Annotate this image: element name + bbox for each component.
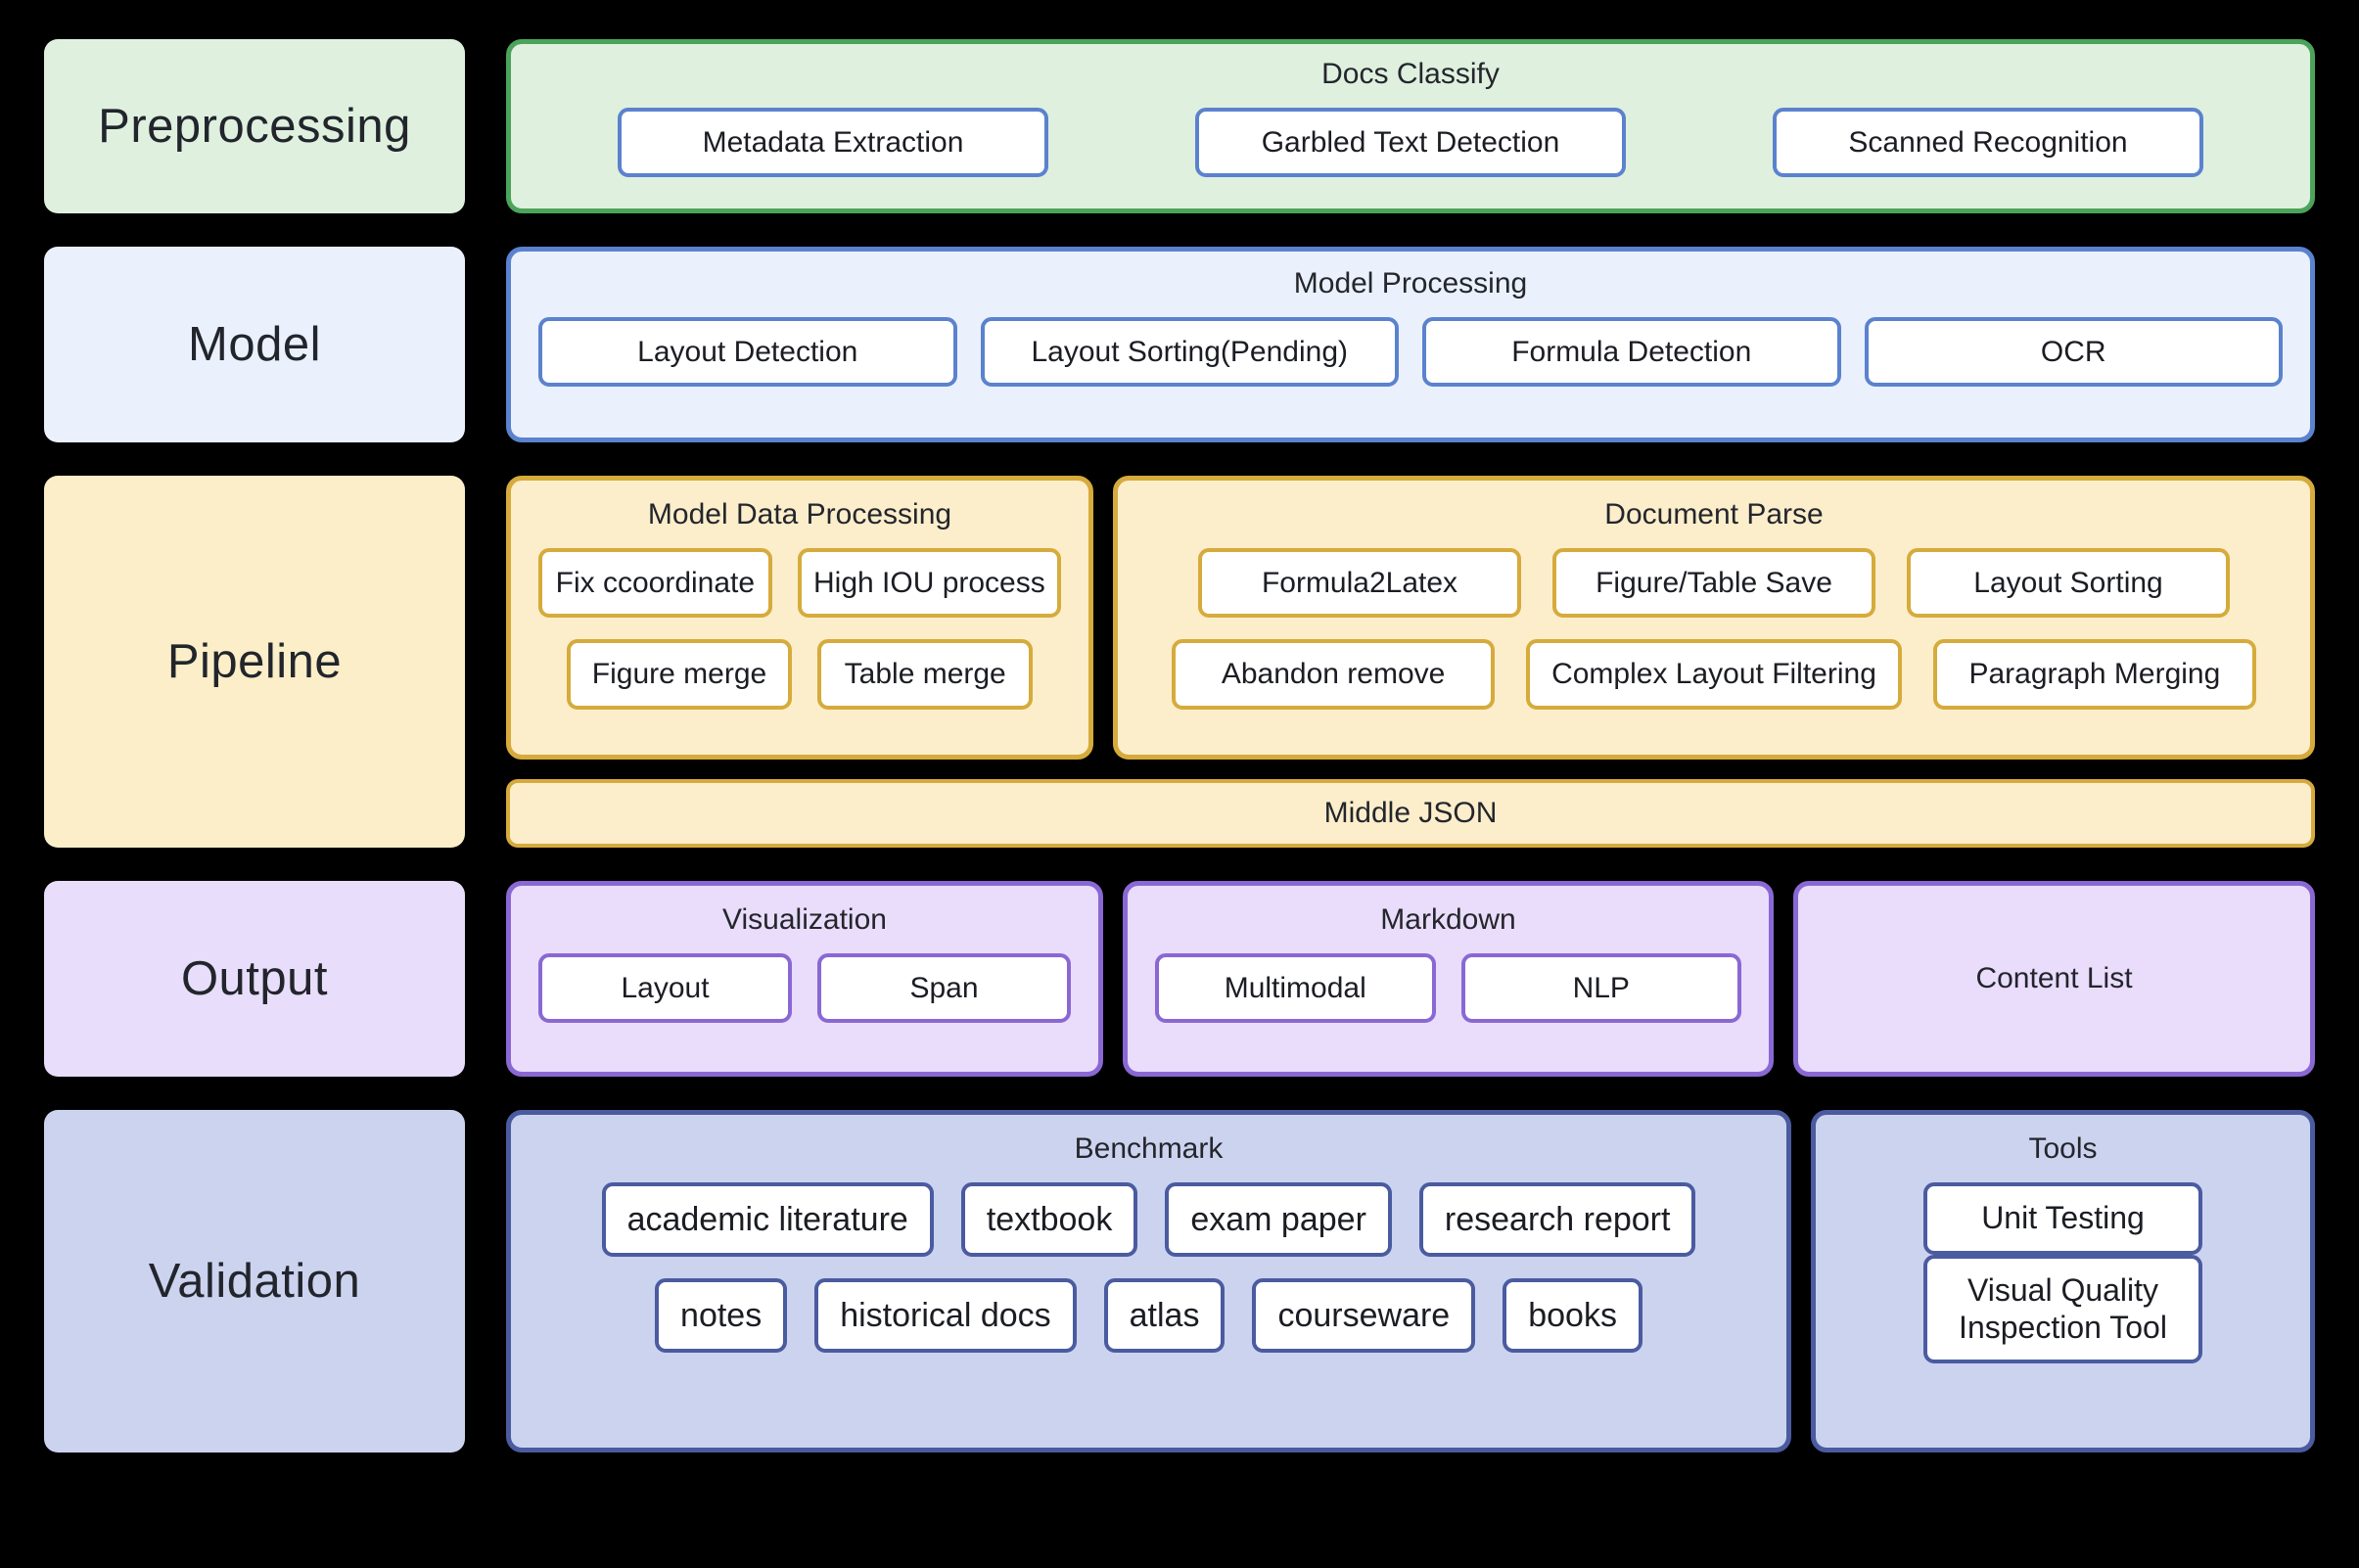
chip-unit-testing[interactable]: Unit Testing: [1923, 1182, 2202, 1255]
group-benchmark: Benchmark academic literature textbook e…: [506, 1110, 1791, 1453]
chip-visual-quality-inspection-tool[interactable]: Visual Quality Inspection Tool: [1923, 1254, 2202, 1364]
chip-span[interactable]: Span: [817, 953, 1071, 1024]
group-title-benchmark: Benchmark: [1074, 1132, 1224, 1165]
chip-scanned-recognition[interactable]: Scanned Recognition: [1773, 108, 2203, 178]
middle-json-bar[interactable]: Middle JSON: [506, 779, 2315, 848]
group-title-tools: Tools: [2028, 1132, 2098, 1165]
chip-books[interactable]: books: [1503, 1278, 1642, 1354]
chip-multimodal[interactable]: Multimodal: [1155, 953, 1436, 1024]
group-title-docs-classify: Docs Classify: [1321, 58, 1500, 90]
pipeline-body: Model Data Processing Fix ccoordinate Hi…: [506, 476, 2315, 848]
chip-figure-table-save[interactable]: Figure/Table Save: [1552, 548, 1875, 619]
group-document-parse: Document Parse Formula2Latex Figure/Tabl…: [1113, 476, 2315, 760]
group-title-markdown: Markdown: [1380, 903, 1516, 936]
preprocessing-body: Docs Classify Metadata Extraction Garble…: [506, 39, 2315, 213]
output-body: Visualization Layout Span Markdown Multi…: [506, 881, 2315, 1077]
chip-historical-docs[interactable]: historical docs: [814, 1278, 1077, 1354]
group-title-visualization: Visualization: [722, 903, 887, 936]
group-title-document-parse: Document Parse: [1604, 498, 1824, 530]
box-content-list[interactable]: Content List: [1793, 881, 2315, 1077]
chip-research-report[interactable]: research report: [1418, 1182, 1696, 1258]
docs-classify-chip-row: Metadata Extraction Garbled Text Detecti…: [538, 108, 2283, 178]
tools-chip-row-1: Unit Testing: [1843, 1182, 2283, 1255]
stage-label-model: Model: [44, 247, 465, 442]
group-model-processing: Model Processing Layout Detection Layout…: [506, 247, 2315, 442]
chip-abandon-remove[interactable]: Abandon remove: [1172, 639, 1496, 710]
chip-fix-ccoordinate[interactable]: Fix ccoordinate: [538, 548, 772, 619]
row-model: Model Model Processing Layout Detection …: [44, 247, 2315, 442]
chip-complex-layout-filtering[interactable]: Complex Layout Filtering: [1526, 639, 1902, 710]
row-pipeline: Pipeline Model Data Processing Fix ccoor…: [44, 476, 2315, 848]
stage-label-pipeline: Pipeline: [44, 476, 465, 848]
chip-paragraph-merging[interactable]: Paragraph Merging: [1932, 639, 2256, 710]
chip-formula-detection[interactable]: Formula Detection: [1422, 317, 1841, 388]
mdp-chip-row-2: Figure merge Table merge: [538, 639, 1061, 710]
row-gap-2: [44, 442, 2315, 476]
chip-layout-sorting-pending[interactable]: Layout Sorting(Pending): [980, 317, 1399, 388]
doc-parse-chip-row-1: Formula2Latex Figure/Table Save Layout S…: [1145, 548, 2283, 619]
model-processing-chip-row: Layout Detection Layout Sorting(Pending)…: [538, 317, 2283, 388]
group-tools: Tools Unit Testing Visual Quality Inspec…: [1811, 1110, 2315, 1453]
chip-formula2latex[interactable]: Formula2Latex: [1198, 548, 1521, 619]
stage-label-output: Output: [44, 881, 465, 1077]
benchmark-chip-row-2: notes historical docs atlas courseware b…: [538, 1278, 1759, 1354]
group-title-model-data-processing: Model Data Processing: [647, 498, 952, 530]
row-gap-3: [44, 848, 2315, 881]
visualization-chip-row: Layout Span: [538, 953, 1071, 1024]
pipeline-groups: Model Data Processing Fix ccoordinate Hi…: [506, 476, 2315, 760]
stage-label-preprocessing: Preprocessing: [44, 39, 465, 213]
group-visualization: Visualization Layout Span: [506, 881, 1103, 1077]
row-preprocessing: Preprocessing Docs Classify Metadata Ext…: [44, 39, 2315, 213]
chip-nlp[interactable]: NLP: [1460, 953, 1741, 1024]
row-gap-1: [44, 213, 2315, 247]
mdp-chip-row-1: Fix ccoordinate High IOU process: [538, 548, 1061, 619]
validation-body: Benchmark academic literature textbook e…: [506, 1110, 2315, 1453]
chip-table-merge[interactable]: Table merge: [817, 639, 1034, 710]
chip-layout[interactable]: Layout: [538, 953, 792, 1024]
group-markdown: Markdown Multimodal NLP: [1123, 881, 1774, 1077]
chip-figure-merge[interactable]: Figure merge: [566, 639, 793, 710]
chip-atlas[interactable]: atlas: [1103, 1278, 1226, 1354]
doc-parse-chip-row-2: Abandon remove Complex Layout Filtering …: [1145, 639, 2283, 710]
chip-notes[interactable]: notes: [655, 1278, 788, 1354]
group-docs-classify: Docs Classify Metadata Extraction Garble…: [506, 39, 2315, 213]
row-validation: Validation Benchmark academic literature…: [44, 1110, 2315, 1453]
row-output: Output Visualization Layout Span Markdow…: [44, 881, 2315, 1077]
group-title-model-processing: Model Processing: [1293, 267, 1528, 300]
row-gap-4: [44, 1077, 2315, 1110]
group-model-data-processing: Model Data Processing Fix ccoordinate Hi…: [506, 476, 1093, 760]
model-body: Model Processing Layout Detection Layout…: [506, 247, 2315, 442]
markdown-chip-row: Multimodal NLP: [1155, 953, 1741, 1024]
benchmark-chip-row-1: academic literature textbook exam paper …: [538, 1182, 1759, 1258]
chip-garbled-text-detection[interactable]: Garbled Text Detection: [1195, 108, 1626, 178]
tools-chip-row-2: Visual Quality Inspection Tool: [1843, 1254, 2283, 1364]
chip-textbook[interactable]: textbook: [960, 1182, 1138, 1258]
chip-layout-detection[interactable]: Layout Detection: [538, 317, 957, 388]
chip-exam-paper[interactable]: exam paper: [1165, 1182, 1392, 1258]
chip-academic-literature[interactable]: academic literature: [601, 1182, 934, 1258]
chip-high-iou-process[interactable]: High IOU process: [797, 548, 1061, 619]
chip-ocr[interactable]: OCR: [1864, 317, 2283, 388]
stage-label-validation: Validation: [44, 1110, 465, 1453]
chip-courseware[interactable]: courseware: [1252, 1278, 1476, 1354]
chip-metadata-extraction[interactable]: Metadata Extraction: [618, 108, 1048, 178]
chip-layout-sorting[interactable]: Layout Sorting: [1907, 548, 2230, 619]
